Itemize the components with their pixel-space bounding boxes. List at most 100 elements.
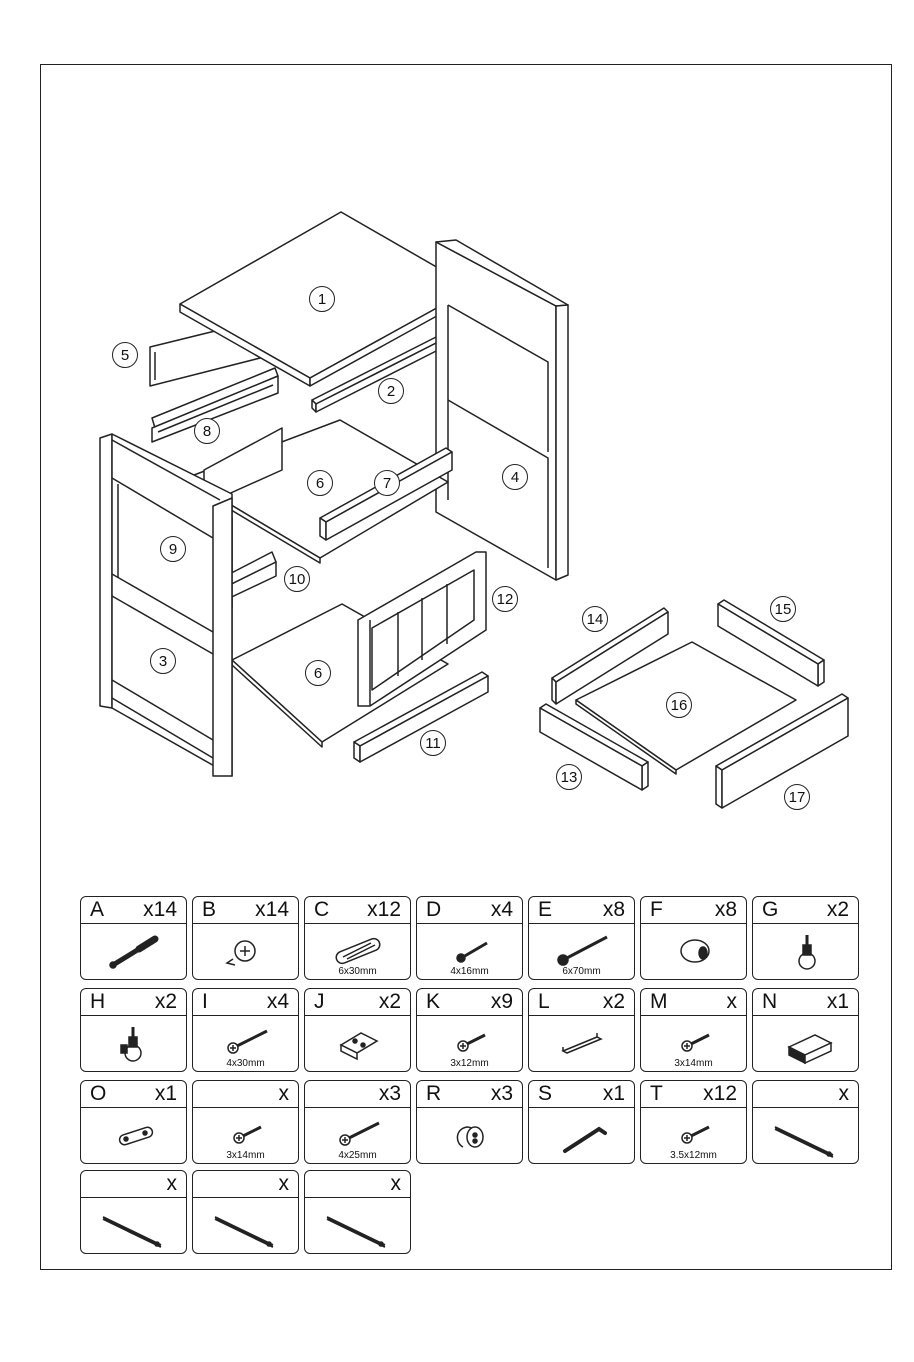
handle-icon — [529, 1015, 635, 1072]
hardware-card-m: Mx 3x14mm — [640, 988, 747, 1072]
caster-wheel-brake-icon — [81, 1015, 187, 1072]
hardware-quantity: x — [727, 989, 738, 1015]
hardware-quantity: x — [279, 1081, 290, 1107]
hardware-quantity: x2 — [379, 989, 401, 1015]
hardware-quantity: x — [279, 1171, 290, 1197]
hardware-letter: R — [426, 1081, 441, 1107]
hardware-quantity: x2 — [827, 897, 849, 923]
part-callout-12: 12 — [492, 586, 518, 612]
part-callout-6: 6 — [307, 470, 333, 496]
hardware-letter: K — [426, 989, 440, 1015]
part-callout-4: 4 — [502, 464, 528, 490]
magnetic-catch-icon — [753, 1015, 859, 1072]
part-callout-15: 15 — [770, 596, 796, 622]
hardware-quantity: x — [391, 1171, 402, 1197]
panel-4-right-side — [436, 240, 568, 580]
part-callout-13: 13 — [556, 764, 582, 790]
hardware-letter: G — [762, 897, 778, 923]
hardware-header: Hx2 — [81, 989, 186, 1016]
hardware-quantity: x2 — [603, 989, 625, 1015]
hardware-card-s: Sx1 — [528, 1080, 635, 1164]
part-callout-16: 16 — [666, 692, 692, 718]
hardware-header: Cx12 — [305, 897, 410, 924]
hardware-letter: F — [650, 897, 663, 923]
hardware-letter: M — [650, 989, 668, 1015]
hardware-card-l: Lx2 — [528, 988, 635, 1072]
hardware-header: Dx4 — [417, 897, 522, 924]
hardware-letter: A — [90, 897, 104, 923]
part-callout-3: 3 — [150, 648, 176, 674]
cam-lock-icon — [193, 923, 299, 980]
hardware-card-item15: x 3x14mm — [192, 1080, 299, 1164]
barrel-nut-icon — [641, 923, 747, 980]
part-callout-5: 5 — [112, 342, 138, 368]
part-callout-11: 11 — [420, 730, 446, 756]
hardware-quantity: x1 — [155, 1081, 177, 1107]
hardware-quantity: x3 — [379, 1081, 401, 1107]
hardware-size: 3x14mm — [641, 1058, 746, 1069]
hardware-size: 3x14mm — [193, 1150, 298, 1161]
hardware-letter: E — [538, 897, 552, 923]
hardware-size: 6x30mm — [305, 966, 410, 977]
hardware-card-g: Gx2 — [752, 896, 859, 980]
caster-wheel-icon — [753, 923, 859, 980]
hardware-header: x — [753, 1081, 858, 1108]
hardware-letter: O — [90, 1081, 106, 1107]
hardware-card-t: Tx12 3.5x12mm — [640, 1080, 747, 1164]
hardware-quantity: x3 — [491, 1081, 513, 1107]
hardware-header: x3 — [305, 1081, 410, 1108]
hardware-card-h: Hx2 — [80, 988, 187, 1072]
part-callout-6: 6 — [305, 660, 331, 686]
hardware-size: 3x12mm — [417, 1058, 522, 1069]
drawer-runner-icon — [753, 1107, 859, 1164]
hardware-quantity: x8 — [603, 897, 625, 923]
catch-plate-icon — [81, 1107, 187, 1164]
hardware-quantity: x8 — [715, 897, 737, 923]
hardware-quantity: x1 — [603, 1081, 625, 1107]
hardware-card-item23: x — [304, 1170, 411, 1254]
hardware-card-b: Bx14 — [192, 896, 299, 980]
hardware-letter: I — [202, 989, 208, 1015]
hardware-quantity: x4 — [267, 989, 289, 1015]
hardware-quantity: x9 — [491, 989, 513, 1015]
allen-key-icon — [529, 1107, 635, 1164]
part-callout-7: 7 — [374, 470, 400, 496]
z-bracket-icon — [305, 1015, 411, 1072]
hardware-letter: L — [538, 989, 550, 1015]
drawer-runner-icon — [193, 1197, 299, 1254]
hardware-card-item22: x — [192, 1170, 299, 1254]
hardware-letter: S — [538, 1081, 552, 1107]
part-callout-10: 10 — [284, 566, 310, 592]
hardware-quantity: x14 — [255, 897, 289, 923]
hardware-quantity: x14 — [143, 897, 177, 923]
hardware-quantity: x12 — [367, 897, 401, 923]
hardware-letter: B — [202, 897, 216, 923]
hardware-header: x — [193, 1171, 298, 1198]
exploded-assembly-diagram — [0, 0, 914, 880]
hardware-size: 3.5x12mm — [641, 1150, 746, 1161]
hardware-size: 4x30mm — [193, 1058, 298, 1069]
part-callout-9: 9 — [160, 536, 186, 562]
hardware-quantity: x — [839, 1081, 850, 1107]
hardware-quantity: x4 — [491, 897, 513, 923]
hardware-card-item21: x — [80, 1170, 187, 1254]
hardware-size: 6x70mm — [529, 966, 634, 977]
hardware-letter: N — [762, 989, 777, 1015]
part-callout-8: 8 — [194, 418, 220, 444]
cam-bolt-icon — [81, 923, 187, 980]
hardware-card-item20: x — [752, 1080, 859, 1164]
